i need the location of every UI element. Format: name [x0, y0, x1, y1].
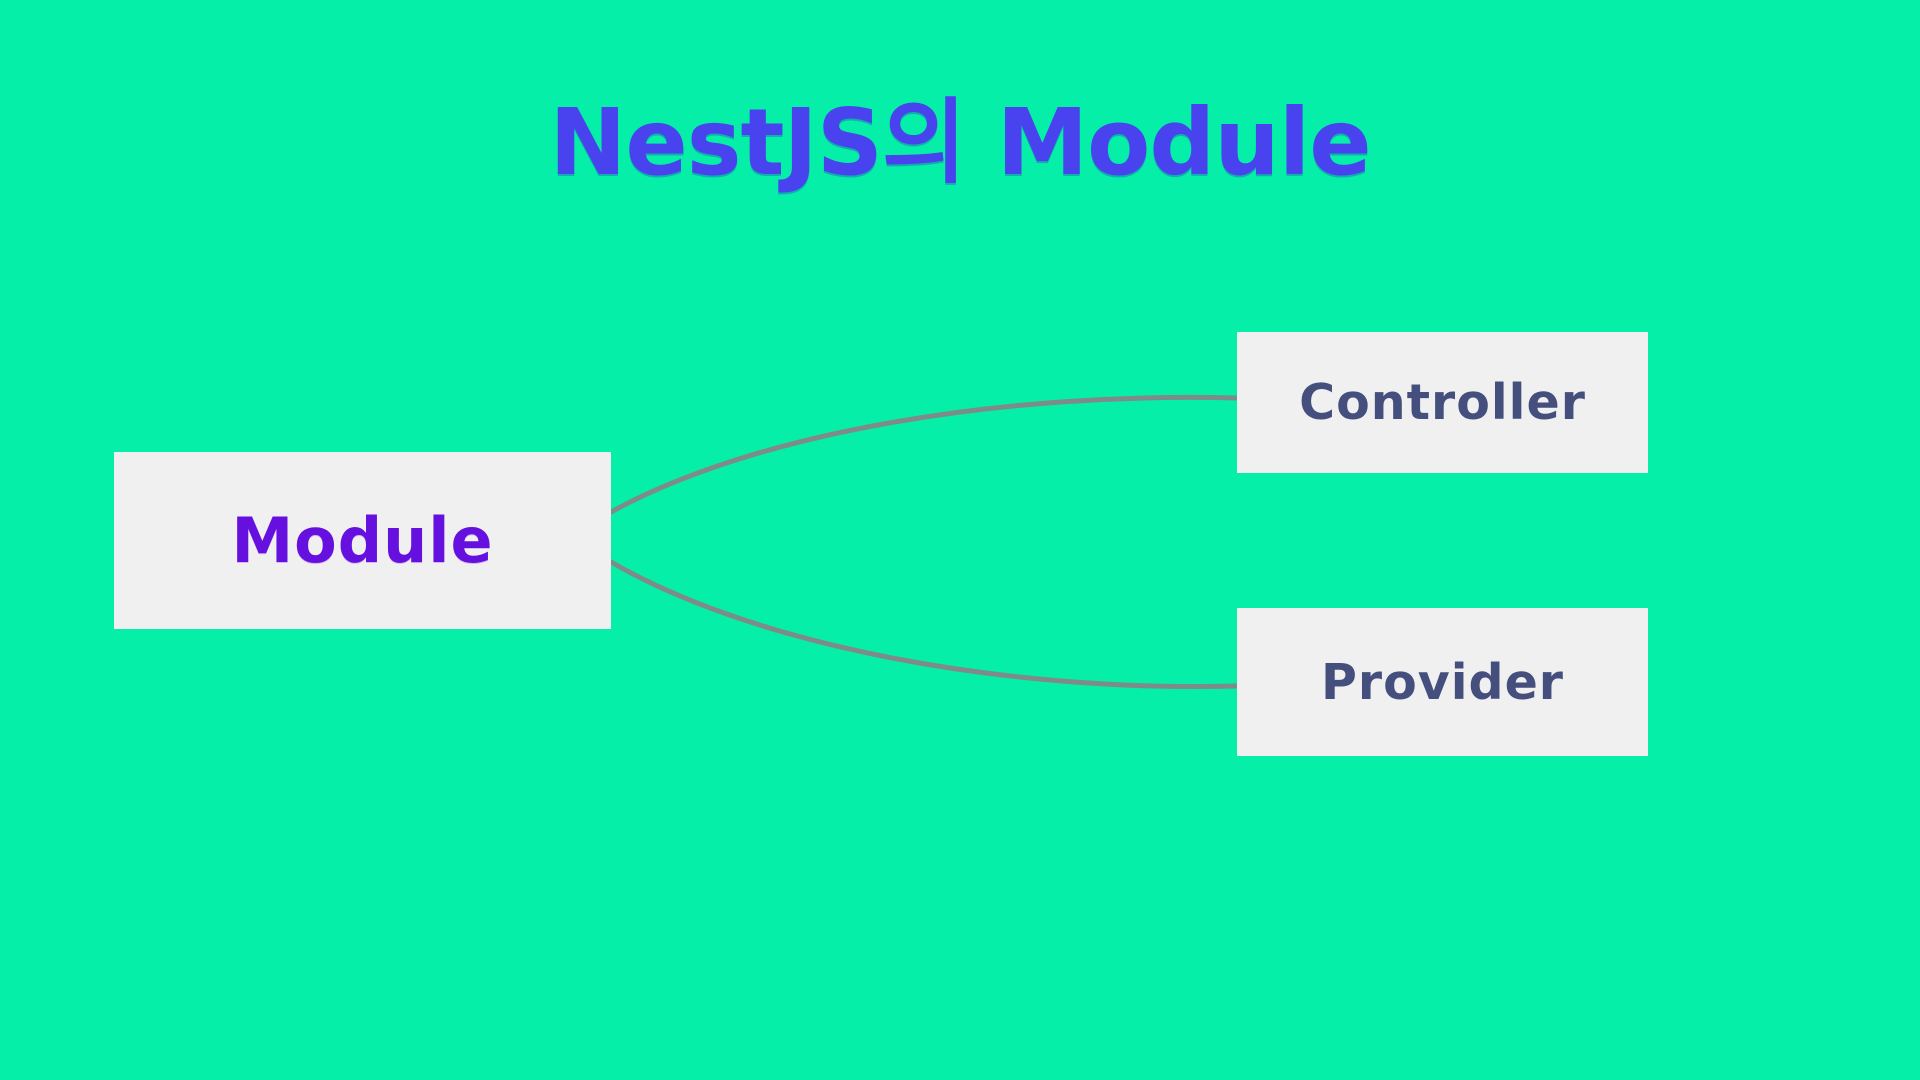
node-controller-label: Controller	[1299, 374, 1586, 431]
node-module[interactable]: Module	[114, 452, 611, 629]
edge-module-to-provider	[608, 559, 1240, 690]
edge-module-to-controller	[608, 394, 1240, 515]
node-controller[interactable]: Controller	[1237, 332, 1648, 473]
node-module-label: Module	[231, 503, 494, 577]
node-provider[interactable]: Provider	[1237, 608, 1648, 756]
node-provider-label: Provider	[1321, 653, 1564, 711]
page-title: NestJS의 Module	[549, 89, 1371, 196]
